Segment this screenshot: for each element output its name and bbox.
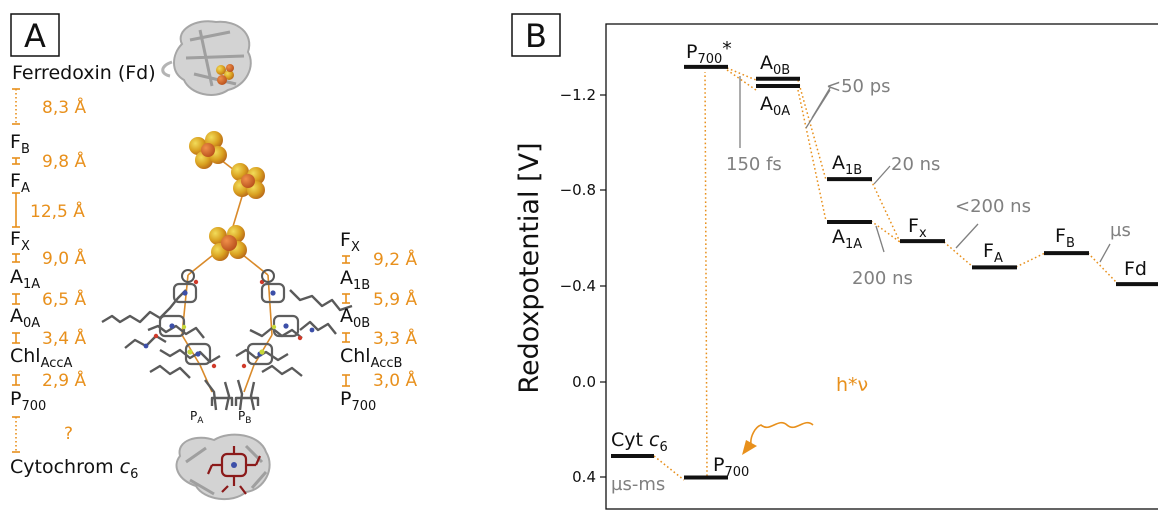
rate-150fs: 150 fs	[726, 154, 782, 175]
panel-a: A Ferredoxin (Fd) FB FA FX A1A A	[10, 13, 417, 501]
level-label-p700-star: P700*	[686, 38, 732, 67]
cofactor-left-a1a: A1A	[10, 266, 40, 292]
distance-left-8: ?	[64, 424, 73, 444]
distance-right-1: 9,2 Å	[373, 248, 417, 270]
y-tick-label: −0.4	[560, 277, 596, 295]
y-axis-label: Redoxpotential [V]	[514, 142, 545, 393]
annotation-leaders	[739, 76, 1111, 263]
distance-right-3: 3,3 Å	[373, 327, 417, 349]
rate-20ns: 20 ns	[891, 154, 940, 175]
distance-left-2: 9,8 Å	[42, 150, 86, 172]
level-label-cyt: Cyt c6	[611, 429, 668, 455]
rate-us: µs	[1110, 220, 1131, 241]
rate-50ps: <50 ps	[826, 76, 891, 97]
photon-arrow	[742, 421, 814, 455]
level-label-fb: FB	[1055, 225, 1075, 251]
cofactor-left-a0a: A0A	[10, 305, 40, 331]
distance-left-3: 12,5 Å	[30, 200, 85, 222]
cofactor-left-fb: FB	[10, 131, 30, 157]
cofactor-right-a1b: A1B	[340, 267, 370, 293]
cofactor-right-fx: FX	[340, 229, 360, 255]
energy-levels	[611, 64, 1158, 480]
level-label-a0a: A0A	[760, 93, 790, 119]
panel-a-label-box	[10, 13, 60, 57]
fe-s-cluster-fx	[209, 225, 247, 261]
left-distance-markers	[12, 88, 20, 453]
panel-b-label-box	[511, 13, 561, 57]
y-tick-label: −0.8	[560, 181, 596, 199]
cofactor-left-fa: FA	[10, 170, 30, 196]
cofactor-left-chl-acca: ChlAccA	[10, 345, 73, 371]
rate-lt200ns: <200 ns	[955, 196, 1031, 217]
fe-s-cluster-fb	[189, 131, 227, 169]
y-tick-label: 0.4	[572, 468, 596, 486]
level-label-a1a: A1A	[832, 226, 862, 252]
distance-left-1: 8,3 Å	[42, 96, 86, 118]
panel-b-label: B	[525, 17, 547, 55]
fe-s-cluster-fa	[231, 163, 265, 199]
y-axis-ticks	[600, 94, 606, 478]
level-label-a1b: A1B	[832, 152, 862, 178]
level-label-p700: P700	[713, 454, 749, 480]
ferredoxin-structure	[161, 20, 252, 96]
y-tick-label: −1.2	[560, 86, 596, 104]
rate-us-ms: µs-ms	[611, 474, 665, 495]
cofactor-right-a0b: A0B	[340, 305, 370, 331]
distance-left-5: 6,5 Å	[42, 288, 86, 310]
photosystem-cofactor-structure	[101, 131, 353, 411]
distance-right-2: 5,9 Å	[373, 288, 417, 310]
cytochrome-structure	[175, 433, 271, 501]
panel-b: B −1.2 −0.8 −0.4 0.0 0.4 Redoxpotential …	[511, 13, 1158, 510]
photon-label: h*ν	[836, 374, 868, 396]
right-distance-markers	[342, 255, 350, 387]
distance-right-4: 3,0 Å	[373, 369, 417, 391]
distance-left-6: 3,4 Å	[42, 327, 86, 349]
structure-label-pa: PA	[190, 409, 204, 426]
distance-left-7: 2,9 Å	[42, 369, 86, 391]
distance-left-4: 9,0 Å	[42, 247, 86, 269]
level-label-fx: Fx	[908, 215, 927, 241]
plot-area	[605, 23, 1158, 510]
y-tick-label: 0.0	[572, 373, 596, 391]
level-label-fa: FA	[983, 240, 1003, 266]
ferredoxin-label: Ferredoxin (Fd)	[12, 62, 156, 84]
cofactor-right-p700: P700	[340, 388, 376, 414]
panel-a-label: A	[24, 17, 46, 55]
level-label-a0b: A0B	[760, 52, 790, 78]
cofactor-right-chl-accb: ChlAccB	[340, 345, 402, 371]
cytochrom-label: Cytochrom c6	[10, 456, 138, 482]
cofactor-left-p700: P700	[10, 388, 46, 414]
level-label-fd: Fd	[1124, 258, 1147, 280]
electron-transfer-paths	[653, 67, 1118, 481]
cofactor-left-fx: FX	[10, 228, 30, 254]
structure-label-pb: PB	[238, 409, 251, 426]
rate-200ns: 200 ns	[852, 268, 913, 289]
